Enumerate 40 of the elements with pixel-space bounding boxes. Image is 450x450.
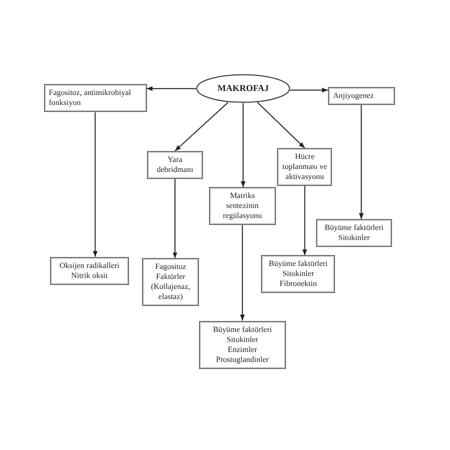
process-box <box>277 148 332 186</box>
node-label: Sitokinler <box>338 233 370 244</box>
node-label: Fagositoz <box>155 262 186 272</box>
process-box <box>50 256 130 285</box>
node-label: Prostoglandinler <box>216 354 269 365</box>
node-label: Anjiyogenez <box>332 91 374 102</box>
node-label: Büyüme faktörleri <box>212 324 272 335</box>
node-label: Matriks sentezinin regülasyonu <box>222 191 263 222</box>
arrow <box>289 88 328 93</box>
arrow <box>256 102 306 149</box>
node-label: Oksijen radikalleri <box>60 260 120 271</box>
arrow <box>240 102 246 188</box>
arrow <box>92 112 98 258</box>
node-label: Yara debridmanı <box>156 154 194 175</box>
node-label: Sitokinler <box>226 334 258 345</box>
arrow <box>240 224 245 322</box>
arrow <box>146 86 196 91</box>
process-box <box>198 320 286 369</box>
arrow <box>358 104 364 220</box>
node-label: Nitrik oksit <box>71 270 108 281</box>
process-box <box>261 255 336 294</box>
node-label: Sitokinler <box>282 269 314 280</box>
node-label: MAKROFAJ <box>217 82 269 94</box>
node-label: Fibronektin <box>280 279 317 290</box>
process-box <box>209 187 276 226</box>
process-box <box>316 219 392 248</box>
arrow <box>174 102 229 152</box>
process-box <box>328 87 395 106</box>
node-label: Faktörler (Kollajenaz, elastaz) <box>150 272 192 302</box>
process-box <box>146 150 204 179</box>
node-label: Hücre toplanması ve aktivasyonu <box>282 152 328 182</box>
node-label: Fagositoz, antimikrobiyal fonksiyon <box>48 88 132 108</box>
process-box <box>44 84 147 112</box>
ellipse-node <box>196 74 290 104</box>
process-box <box>142 258 199 306</box>
node-label: Büyüme faktörleri <box>268 259 328 270</box>
arrow <box>172 178 178 259</box>
arrow <box>302 186 308 256</box>
node-label: Büyüme faktörleri <box>324 223 384 234</box>
node-label: Enzimler <box>228 344 258 355</box>
